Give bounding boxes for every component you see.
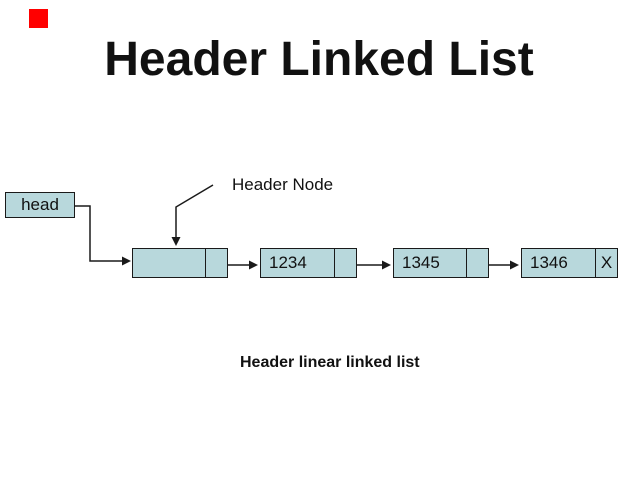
node-value-cell: 1345 xyxy=(394,249,467,277)
red-square-decoration xyxy=(29,9,48,28)
slide-title: Header Linked List xyxy=(104,33,534,86)
header-node-label: Header Node xyxy=(232,175,334,194)
list-node-1345: 1345 xyxy=(393,248,489,278)
node-value-cell xyxy=(133,249,206,277)
header-node-callout-arrow xyxy=(171,184,214,246)
list-node-header xyxy=(132,248,228,278)
node-null-cell: X xyxy=(600,253,613,272)
node-pointer-cell xyxy=(206,249,227,277)
node-pointer-cell xyxy=(335,249,356,277)
slide-caption: Header linear linked list xyxy=(240,354,420,371)
node-value-cell: 1234 xyxy=(261,249,335,277)
head-box: head xyxy=(5,192,75,218)
node-value-cell: 1346 xyxy=(522,249,596,277)
head-label: head xyxy=(21,195,59,214)
list-node-1346: 1346 X xyxy=(521,248,618,278)
head-pointer-arrow xyxy=(75,205,131,266)
list-node-1234: 1234 xyxy=(260,248,357,278)
node-pointer-cell xyxy=(467,249,488,277)
